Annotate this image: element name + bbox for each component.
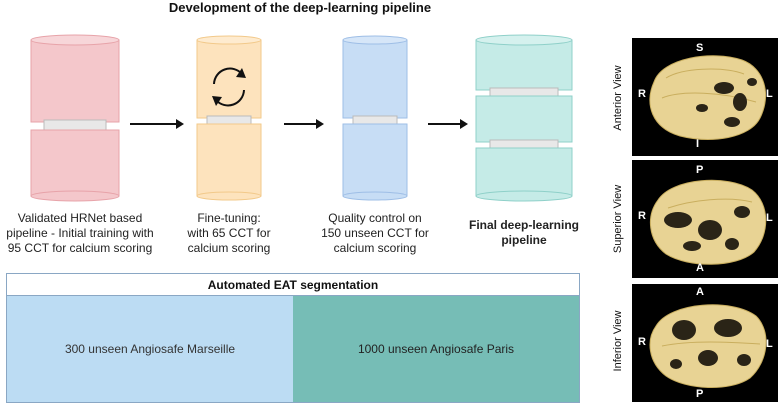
- step-1-caption: Validated HRNet based pipeline - Initial…: [6, 211, 154, 255]
- superior-left-marker: R: [638, 210, 646, 222]
- superior-view-panel: P A R L: [632, 160, 778, 278]
- step-2-cylinders: [196, 35, 262, 201]
- refresh-cycle-icon: [212, 67, 246, 107]
- step-3-cylinders: [342, 35, 408, 201]
- step-3-caption: Quality control on 150 unseen CCT for ca…: [321, 211, 429, 255]
- diagram-title: Development of the deep-learning pipelin…: [168, 0, 432, 15]
- eat-marseille-cohort: 300 unseen Angiosafe Marseille: [7, 296, 293, 402]
- heart-render-superior: [649, 179, 767, 265]
- inferior-bottom-marker: P: [696, 388, 704, 400]
- anterior-top-marker: S: [696, 42, 704, 54]
- eat-paris-cohort: 1000 unseen Angiosafe Paris: [293, 296, 579, 402]
- inferior-top-marker: A: [696, 286, 704, 298]
- anterior-view-label: Anterior View: [612, 65, 624, 131]
- anterior-left-marker: R: [638, 88, 646, 100]
- step-1-cylinders: [30, 34, 120, 202]
- anterior-right-marker: L: [766, 88, 773, 100]
- pipeline-graphic: [30, 34, 573, 202]
- inferior-view-label: Inferior View: [612, 310, 624, 372]
- anterior-bottom-marker: I: [696, 138, 700, 150]
- anterior-view-panel: S I R L: [632, 38, 778, 156]
- superior-view-label: Superior View: [612, 184, 624, 254]
- step-4-cylinders: [475, 34, 573, 202]
- right-arrow-icon: [130, 119, 468, 129]
- superior-top-marker: P: [696, 164, 704, 176]
- heart-render-anterior: [649, 55, 767, 140]
- eat-segmentation-box: Automated EAT segmentation 300 unseen An…: [6, 273, 580, 403]
- inferior-view-panel: A P R L: [632, 284, 778, 402]
- heart-render-inferior: [649, 304, 767, 388]
- step-4-caption: Final deep-learning pipeline: [468, 218, 579, 247]
- inferior-right-marker: L: [766, 338, 773, 350]
- superior-bottom-marker: A: [696, 262, 704, 274]
- eat-paris-label: 1000 unseen Angiosafe Paris: [357, 342, 515, 356]
- inferior-left-marker: R: [638, 336, 646, 348]
- step-2-caption: Fine-tuning: with 65 CCT for calcium sco…: [187, 211, 271, 255]
- superior-right-marker: L: [766, 212, 773, 224]
- eat-header: Automated EAT segmentation: [7, 274, 579, 296]
- eat-marseille-label: 300 unseen Angiosafe Marseille: [64, 342, 236, 356]
